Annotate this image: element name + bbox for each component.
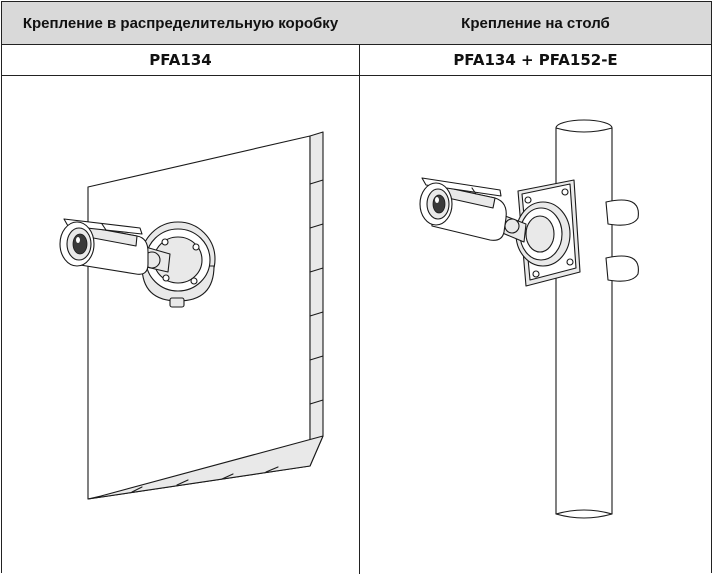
model-cell-junction-box: PFA134 xyxy=(2,45,359,75)
header-junction-box-label: Крепление в распределительную коробку xyxy=(22,14,339,32)
illustration-row xyxy=(2,76,711,574)
column-divider xyxy=(359,2,360,574)
model-junction-box: PFA134 xyxy=(149,51,212,69)
header-pole-label: Крепление на столб xyxy=(461,14,610,32)
model-row: PFA134 PFA134 + PFA152-E xyxy=(2,45,711,76)
header-cell-pole: Крепление на столб xyxy=(360,2,711,44)
header-cell-junction-box: Крепление в распределительную коробку xyxy=(2,2,359,44)
pole-mounted-bullet-camera-illustration xyxy=(419,119,639,519)
wall-mounted-bullet-camera-illustration xyxy=(59,131,324,500)
model-cell-pole: PFA134 + PFA152-E xyxy=(360,45,711,75)
header-row: Крепление в распределительную коробку Кр… xyxy=(2,2,711,45)
model-pole: PFA134 + PFA152-E xyxy=(453,51,618,69)
